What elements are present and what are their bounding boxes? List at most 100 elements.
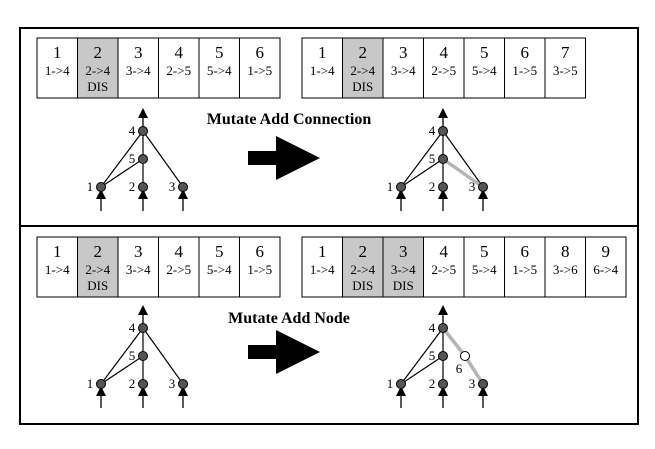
gene-connection: 2->4 bbox=[350, 63, 375, 78]
network-node bbox=[138, 323, 148, 333]
gene-box bbox=[158, 37, 200, 99]
gene-connection: 3->4 bbox=[126, 262, 151, 277]
gene-connection: 1->4 bbox=[45, 262, 70, 277]
gene-innovation-number: 5 bbox=[480, 242, 489, 261]
network-node bbox=[396, 182, 406, 192]
node-label: 6 bbox=[456, 361, 463, 376]
node-label: 3 bbox=[169, 179, 176, 194]
gene-innovation-number: 6 bbox=[256, 43, 265, 62]
gene-innovation-number: 5 bbox=[215, 43, 224, 62]
connection-edge bbox=[400, 158, 444, 188]
gene-connection: 1->4 bbox=[310, 262, 335, 277]
gene-innovation-number: 6 bbox=[521, 242, 530, 261]
network-node bbox=[438, 182, 448, 192]
gene-innovation-number: 2 bbox=[94, 43, 103, 62]
network-node bbox=[438, 379, 448, 389]
panel-title-add-connection: Mutate Add Connection bbox=[207, 111, 372, 128]
network-node bbox=[178, 182, 188, 192]
connection-edge bbox=[142, 130, 184, 188]
gene-innovation-number: 3 bbox=[134, 242, 143, 261]
network-node bbox=[396, 379, 406, 389]
gene-box bbox=[463, 37, 505, 99]
gene-connection: 3->5 bbox=[553, 63, 578, 78]
gene-box bbox=[301, 236, 343, 298]
gene-cell: 42->5 bbox=[158, 37, 200, 99]
gene-connection: 2->4 bbox=[350, 262, 375, 277]
gene-innovation-number: 1 bbox=[53, 242, 62, 261]
gene-box bbox=[117, 236, 159, 298]
gene-cell: 11->4 bbox=[301, 236, 343, 298]
gene-box bbox=[36, 37, 78, 99]
gene-connection: 2->5 bbox=[431, 63, 456, 78]
gene-box bbox=[301, 37, 343, 99]
gene-connection: 5->4 bbox=[472, 262, 497, 277]
network-node bbox=[178, 379, 188, 389]
connection-edge bbox=[100, 327, 144, 385]
network-node bbox=[438, 126, 448, 136]
node-label: 4 bbox=[429, 123, 436, 138]
gene-cell: 11->4 bbox=[301, 37, 343, 99]
node-label: 2 bbox=[129, 376, 136, 391]
mutation-arrow-icon bbox=[248, 330, 320, 374]
network-node bbox=[438, 351, 448, 361]
gene-innovation-number: 3 bbox=[399, 242, 408, 261]
gene-innovation-number: 1 bbox=[318, 43, 327, 62]
gene-box bbox=[342, 37, 384, 99]
node-label: 1 bbox=[87, 179, 94, 194]
gene-box bbox=[342, 236, 384, 298]
gene-innovation-number: 7 bbox=[561, 43, 570, 62]
gene-cell: 96->4 bbox=[585, 236, 627, 298]
gene-cell: 61->5 bbox=[239, 236, 281, 298]
network-node bbox=[138, 126, 148, 136]
gene-cell: 61->5 bbox=[504, 37, 546, 99]
gene-connection: 2->4 bbox=[85, 262, 110, 277]
connection-edge bbox=[400, 355, 444, 385]
gene-disabled-label: DIS bbox=[352, 278, 373, 293]
gene-box bbox=[463, 236, 505, 298]
gene-box bbox=[544, 37, 586, 99]
gene-connection: 5->4 bbox=[207, 262, 232, 277]
gene-disabled-label: DIS bbox=[87, 278, 108, 293]
network-node bbox=[438, 154, 448, 164]
gene-innovation-number: 2 bbox=[359, 43, 368, 62]
gene-cell: 73->5 bbox=[544, 37, 586, 99]
node-label: 1 bbox=[87, 376, 94, 391]
gene-connection: 1->4 bbox=[45, 63, 70, 78]
network-node bbox=[138, 351, 148, 361]
connection-edge bbox=[100, 355, 144, 385]
gene-innovation-number: 5 bbox=[215, 242, 224, 261]
node-label: 3 bbox=[469, 179, 476, 194]
gene-cell: 11->4 bbox=[36, 37, 78, 99]
genome-strip: 11->422->4DIS33->4DIS42->555->461->583->… bbox=[301, 236, 627, 298]
node-label: 5 bbox=[129, 151, 136, 166]
gene-connection: 2->4 bbox=[85, 63, 110, 78]
node-label: 1 bbox=[387, 376, 394, 391]
node-label: 5 bbox=[429, 348, 436, 363]
gene-connection: 2->5 bbox=[166, 262, 191, 277]
gene-connection: 2->5 bbox=[431, 262, 456, 277]
network-node bbox=[138, 182, 148, 192]
gene-innovation-number: 5 bbox=[480, 43, 489, 62]
gene-cell: 83->6 bbox=[544, 236, 586, 298]
gene-connection: 1->5 bbox=[247, 262, 272, 277]
panel-title-add-node: Mutate Add Node bbox=[228, 310, 350, 327]
new-connection-edge bbox=[441, 157, 485, 189]
new-node bbox=[460, 351, 470, 361]
gene-box bbox=[382, 37, 424, 99]
gene-cell: 33->4 bbox=[382, 37, 424, 99]
gene-box bbox=[504, 37, 546, 99]
gene-cell: 42->5 bbox=[423, 236, 465, 298]
node-label: 5 bbox=[429, 151, 436, 166]
gene-cell: 33->4 bbox=[117, 236, 159, 298]
gene-innovation-number: 4 bbox=[175, 242, 184, 261]
node-label: 1 bbox=[387, 179, 394, 194]
gene-connection: 6->4 bbox=[593, 262, 618, 277]
gene-innovation-number: 9 bbox=[602, 242, 611, 261]
